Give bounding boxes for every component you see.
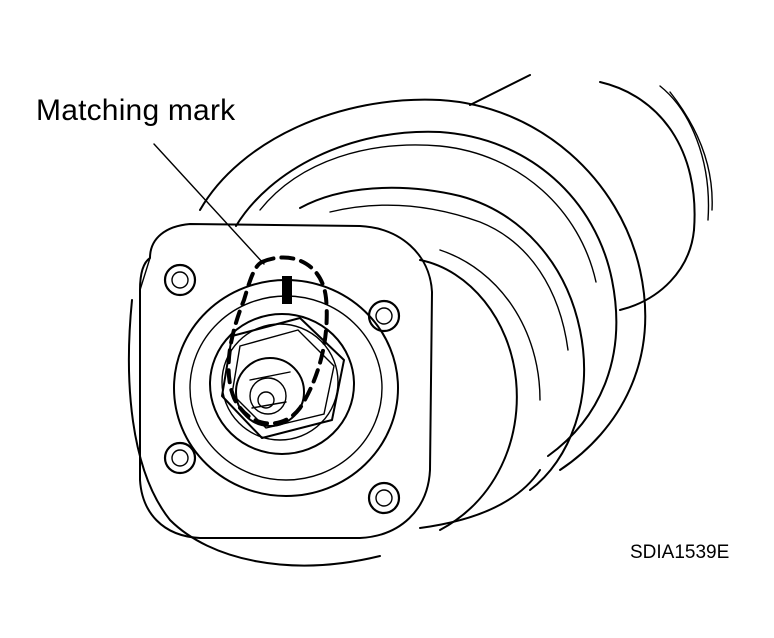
bellows-rings <box>199 98 647 531</box>
hex-nut <box>221 317 345 439</box>
callout-leader-line <box>153 143 265 265</box>
strut-shaft <box>469 74 713 311</box>
callout-label: Matching mark <box>36 94 236 127</box>
highlight-dashed-ellipse <box>226 255 329 426</box>
upper-mount-rings <box>173 279 399 497</box>
figure-code: SDIA1539E <box>630 542 730 563</box>
matching-mark <box>282 276 292 304</box>
mounting-plate <box>127 223 433 567</box>
